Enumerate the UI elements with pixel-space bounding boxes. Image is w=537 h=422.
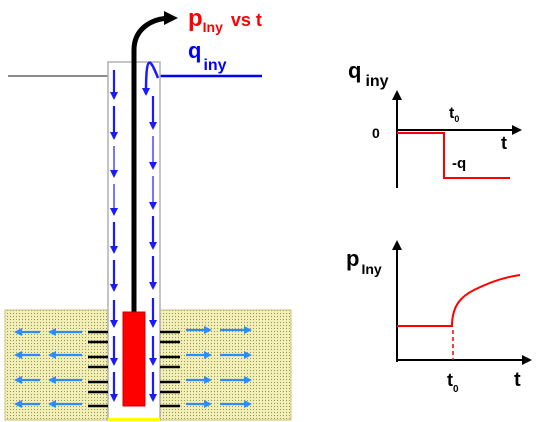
annulus-flow-arrows [110,70,157,402]
formation-arrows-left [14,328,82,408]
rate-step-label: -q [452,155,466,172]
formation-arrows-right [186,326,252,408]
rate-step-curve [397,132,510,179]
injection-arrow [131,11,178,312]
rate-x-label: t [501,133,507,153]
pressure-t0-label: t0 [447,370,459,395]
rate-t0-label: t0 [449,105,459,124]
pressure-x-label: t [514,369,521,391]
rate-label: qiny [188,38,227,74]
packer [122,311,146,407]
inflow-arrow [142,61,160,96]
pressure-response-curve [397,274,521,327]
well-bottom [108,418,160,421]
perforations [88,330,180,408]
rate-zero-label: 0 [372,125,380,141]
